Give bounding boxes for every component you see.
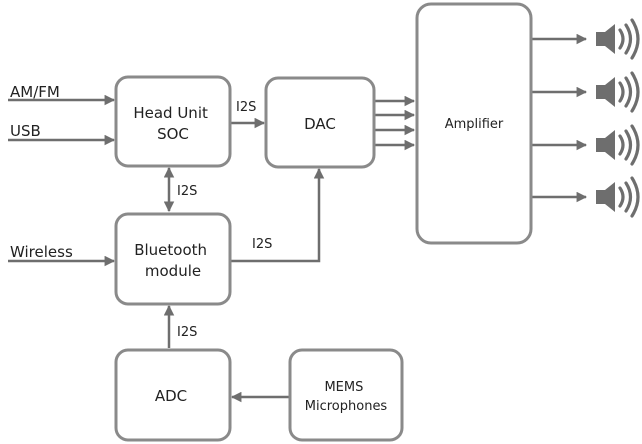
soc-to-dac-i2s-label: I2S <box>236 100 256 115</box>
bt-to-dac-i2s-label: I2S <box>252 237 272 252</box>
adc-label: ADC <box>155 387 187 405</box>
speaker-icon <box>596 124 640 166</box>
bt-to-dac-arrow <box>230 167 325 263</box>
speaker-icon <box>596 176 640 218</box>
amplifier-block: Amplifier <box>415 2 533 245</box>
dac-block: DAC <box>264 76 376 169</box>
speaker-icon <box>596 18 640 60</box>
head-unit-soc-label: Head Unit SOC <box>133 104 212 143</box>
wireless-input-label: Wireless <box>10 243 73 261</box>
mems-microphones-label: MEMS Microphones <box>305 380 388 414</box>
soc-bt-i2s-label: I2S <box>177 184 197 199</box>
connections <box>8 33 588 403</box>
speaker-icon <box>596 71 640 113</box>
adc-block: ADC <box>114 348 232 442</box>
usb-input-label: USB <box>10 122 41 140</box>
adc-to-bt-i2s-label: I2S <box>177 325 197 340</box>
bluetooth-module-label: Bluetooth module <box>134 241 212 280</box>
bluetooth-module-block: Bluetooth module <box>114 212 232 306</box>
head-unit-soc-block: Head Unit SOC <box>114 75 232 168</box>
dac-label: DAC <box>304 115 336 133</box>
amplifier-label: Amplifier <box>445 117 504 132</box>
mems-microphones-block: MEMS Microphones <box>288 348 404 442</box>
amfm-input-label: AM/FM <box>10 83 60 101</box>
